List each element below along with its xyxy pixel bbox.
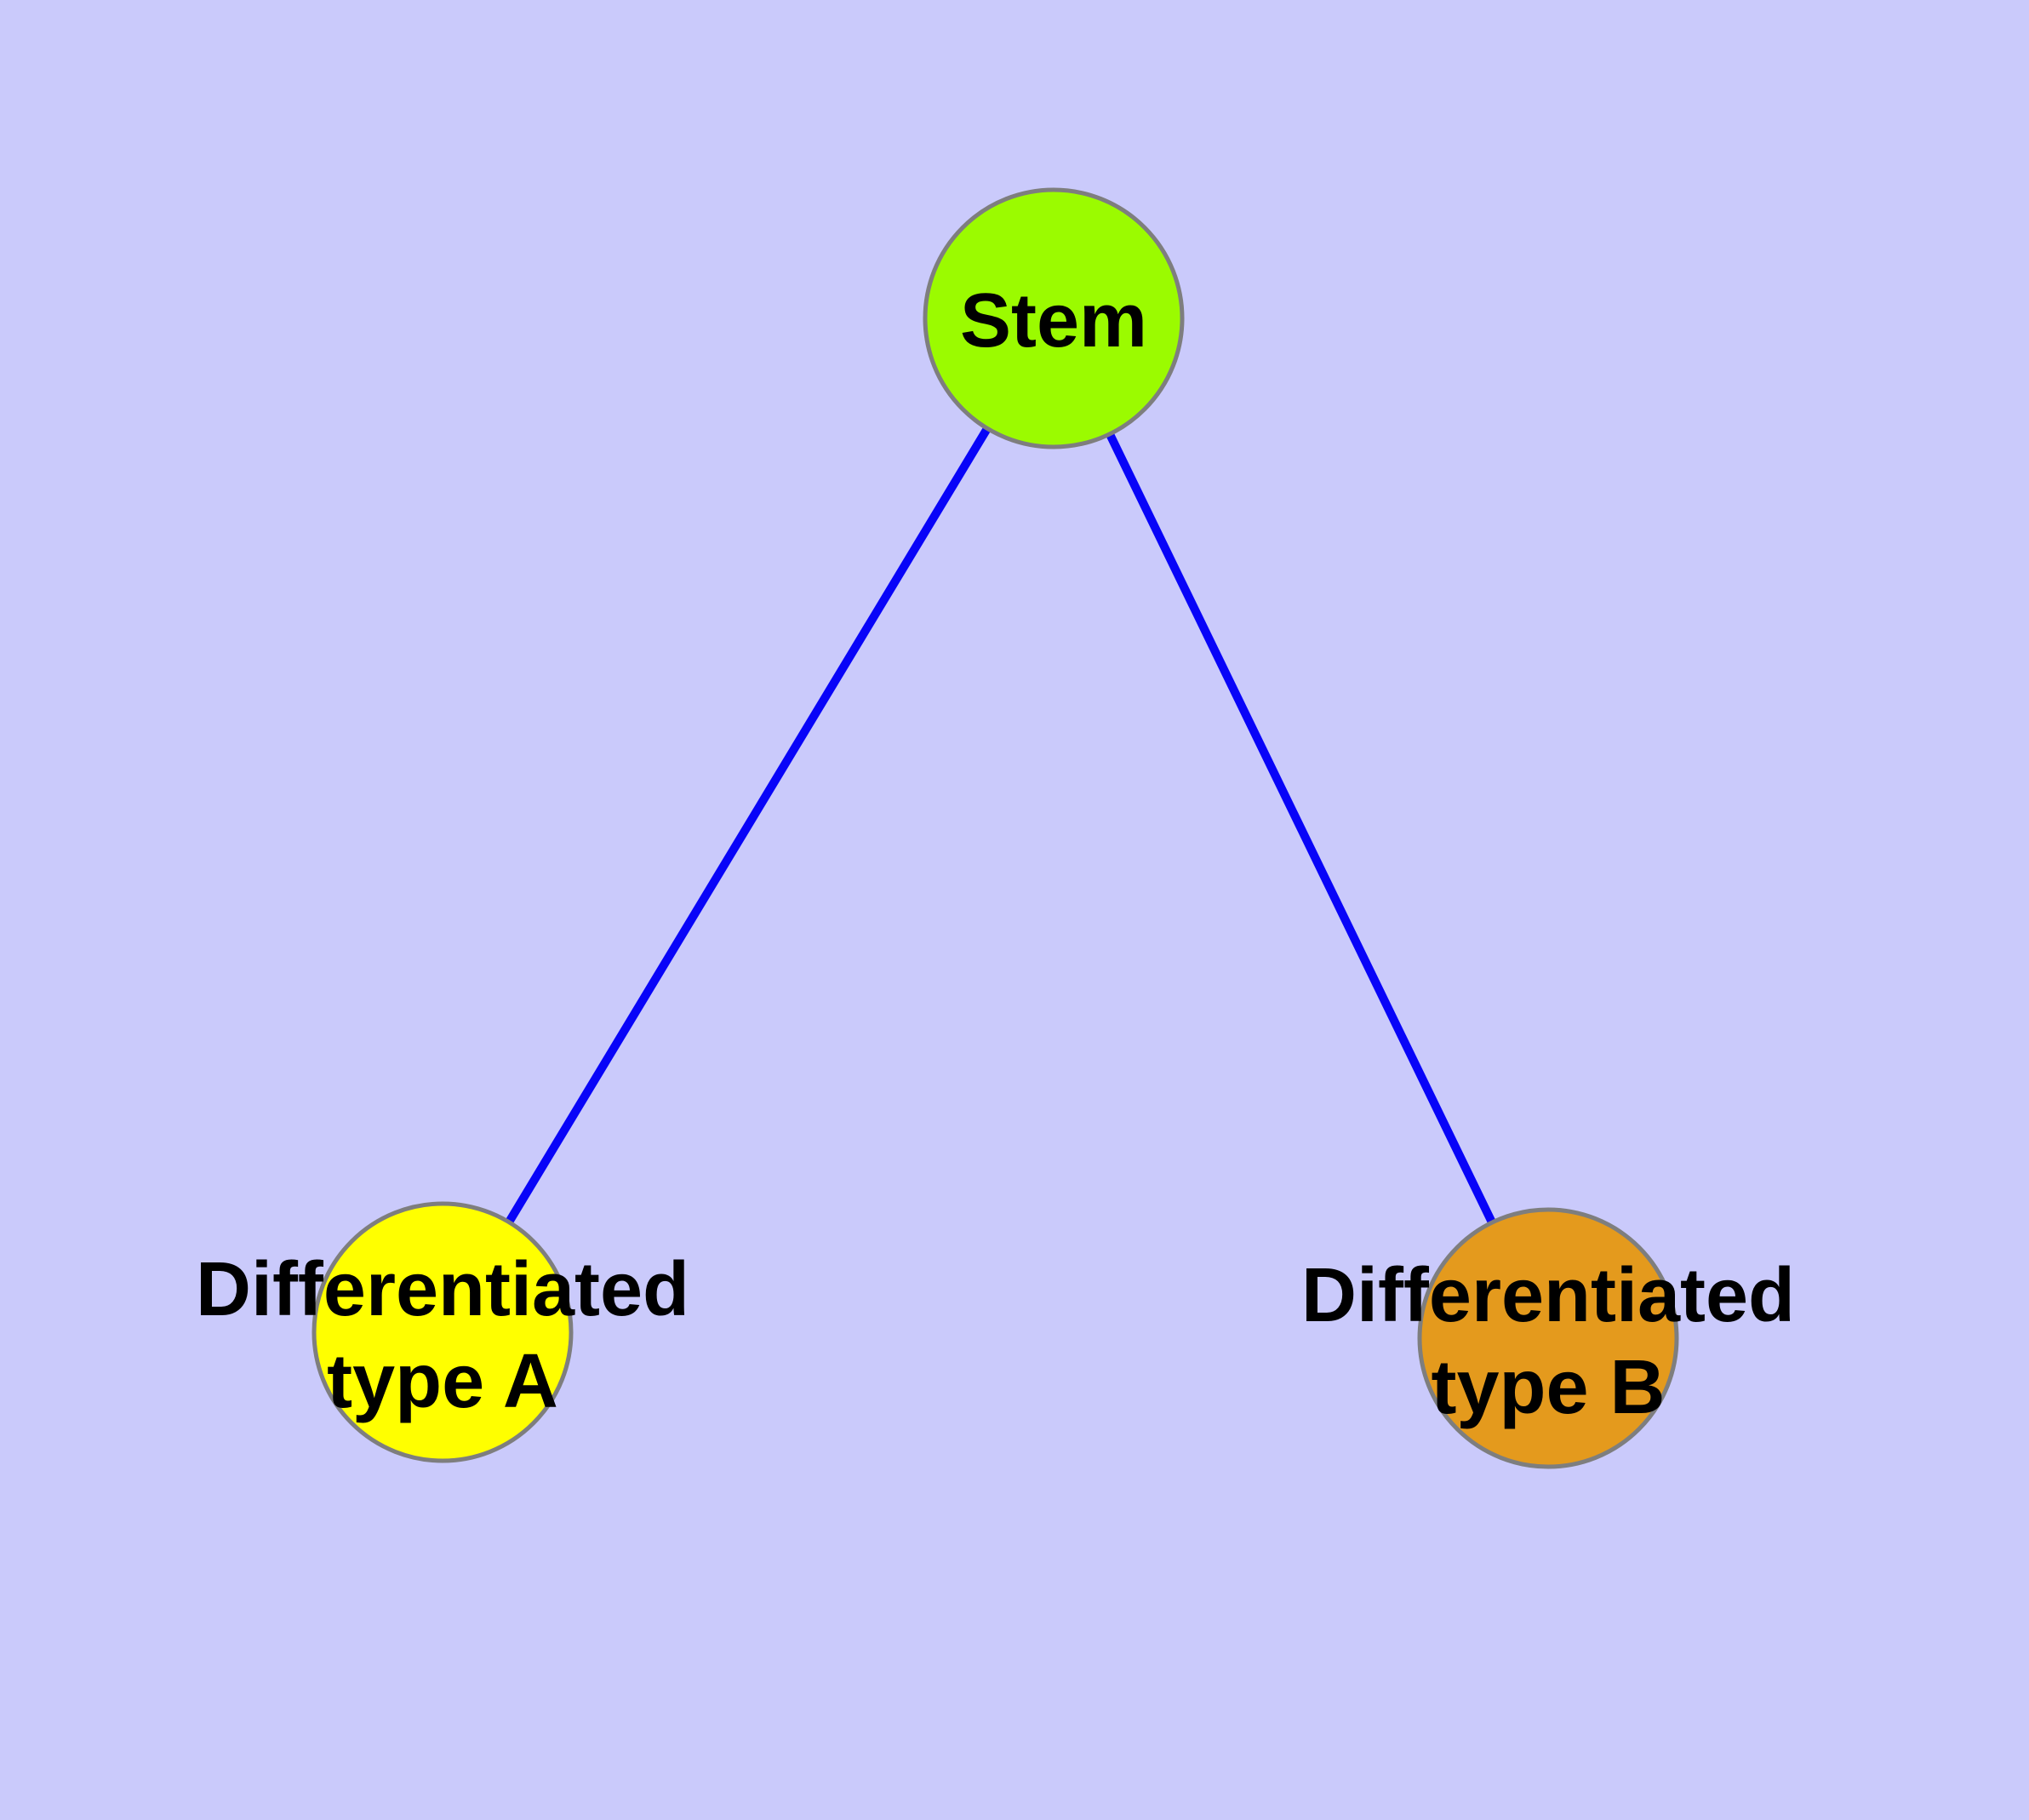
node-type-b-label-line1: Differentiated [1301,1253,1795,1338]
edge-stem-to-type-b [1049,316,1552,1341]
node-stem-label: Stem [960,278,1147,363]
node-differentiated-type-a [311,1201,574,1463]
node-differentiated-type-b [1417,1207,1679,1469]
edge-stem-to-type-a [438,316,1058,1335]
node-type-b-label-line2: type B [1431,1345,1665,1430]
node-stem [923,187,1185,449]
node-type-a-label-line2: type A [327,1339,558,1424]
node-type-a-label-line1: Differentiated [196,1247,689,1332]
